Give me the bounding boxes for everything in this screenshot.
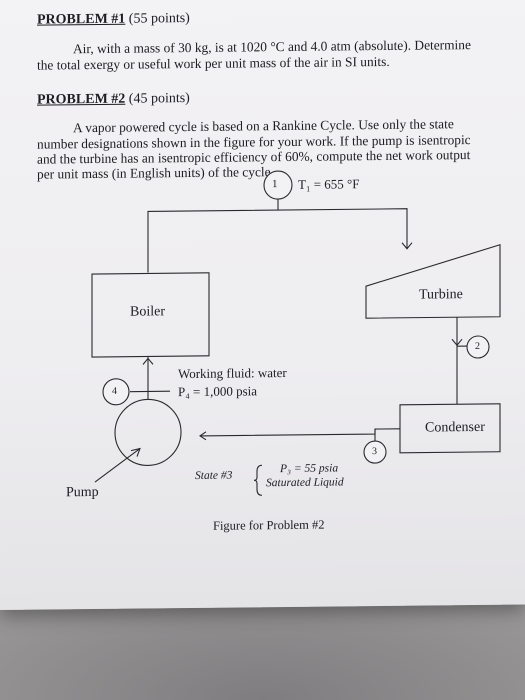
turbine-shape bbox=[365, 244, 501, 319]
condenser-label: Condenser bbox=[425, 419, 485, 436]
pump-pointer bbox=[94, 448, 141, 483]
state2-number: 2 bbox=[475, 340, 480, 353]
turbine-label: Turbine bbox=[419, 287, 463, 303]
pipe-condenser-to-pump bbox=[200, 428, 400, 437]
exam-sheet: PROBLEM #1 (55 points) Air, with a mass … bbox=[0, 0, 525, 610]
arrow-to-boiler bbox=[142, 357, 154, 365]
pump-label: Pump bbox=[66, 484, 99, 501]
figure-caption: Figure for Problem #2 bbox=[213, 517, 325, 533]
arrow-to-turbine bbox=[401, 242, 413, 250]
pump-pointer-head bbox=[130, 447, 141, 457]
t1-label: T₁ = 655 °F bbox=[298, 176, 360, 192]
pipe-boiler-to-turbine bbox=[147, 208, 408, 273]
state4-number: 4 bbox=[112, 385, 117, 397]
p3-label: P₃ = 55 psia bbox=[280, 462, 339, 476]
boiler-label: Boiler bbox=[130, 304, 165, 320]
state2-circle bbox=[466, 335, 490, 359]
state3-condition: Saturated Liquid bbox=[266, 476, 344, 490]
state3-number: 3 bbox=[372, 446, 377, 458]
arrow-to-pump bbox=[199, 431, 207, 441]
working-fluid-label: Working fluid: water bbox=[178, 364, 287, 382]
state3-prefix: State #3 bbox=[195, 469, 233, 482]
state4-circle bbox=[102, 378, 130, 406]
rankine-cycle-diagram bbox=[91, 170, 501, 496]
p4-label: P₄ = 1,000 psia bbox=[178, 383, 258, 400]
pump-circle bbox=[114, 398, 182, 467]
state3-brace bbox=[253, 464, 263, 496]
state1-number: 1 bbox=[272, 178, 278, 191]
state1-circle bbox=[263, 170, 293, 200]
background-table bbox=[0, 600, 525, 700]
arrow-turbine-exit bbox=[451, 338, 463, 347]
boiler-box bbox=[91, 272, 210, 358]
state3-circle bbox=[363, 440, 387, 464]
